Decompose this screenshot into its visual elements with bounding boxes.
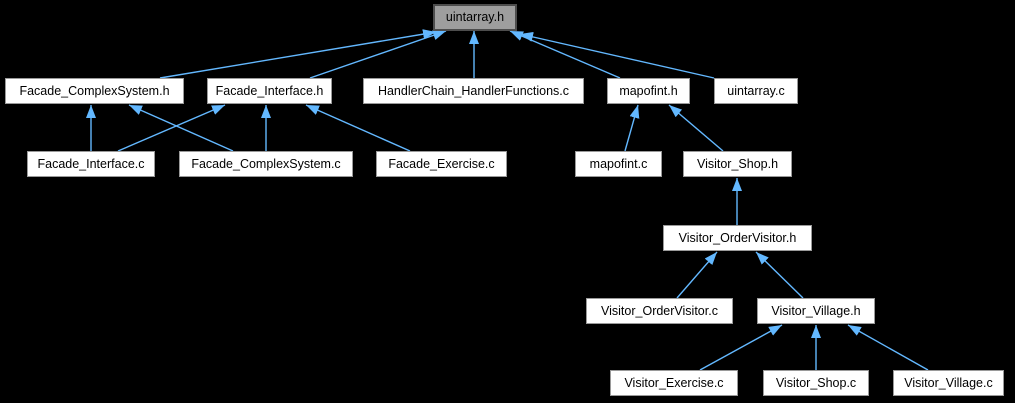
graph-node-visitor-village-c[interactable]: Visitor_Village.c xyxy=(893,370,1004,396)
edge-uintarray-c-to-uintarray-h xyxy=(519,31,715,79)
graph-node-visitor-shop-h[interactable]: Visitor_Shop.h xyxy=(683,151,792,177)
graph-node-facade-interface-c[interactable]: Facade_Interface.c xyxy=(27,151,155,177)
graph-node-visitor-village-h[interactable]: Visitor_Village.h xyxy=(757,298,875,324)
graph-node-facade-complexsystem-h[interactable]: Facade_ComplexSystem.h xyxy=(5,78,184,104)
edge-facade-exercise-c-to-facade-interface-h xyxy=(305,104,411,152)
edge-mapofint-c-to-mapofint-h xyxy=(624,104,640,152)
edge-mapofint-h-to-uintarray-h xyxy=(509,30,621,79)
graph-node-facade-interface-h[interactable]: Facade_Interface.h xyxy=(207,78,332,104)
graph-node-mapofint-c[interactable]: mapofint.c xyxy=(575,151,662,177)
graph-node-visitor-exercise-c[interactable]: Visitor_Exercise.c xyxy=(610,370,738,396)
graph-node-uintarray-c[interactable]: uintarray.c xyxy=(714,78,798,104)
edge-facade-complexsystem-c-to-facade-complexsystem-h xyxy=(128,104,234,152)
graph-node-mapofint-h[interactable]: mapofint.h xyxy=(607,78,690,104)
edge-facade-complexsystem-h-to-uintarray-h xyxy=(159,29,437,79)
edge-facade-interface-h-to-uintarray-h xyxy=(309,30,447,79)
graph-node-visitor-ordervisitor-c[interactable]: Visitor_OrderVisitor.c xyxy=(586,298,733,324)
edge-visitor-exercise-c-to-visitor-village-h xyxy=(699,324,783,371)
edge-visitor-ordervisitor-c-to-visitor-ordervisitor-h xyxy=(676,251,718,299)
graph-node-handlerchain-handlerfunctions-c[interactable]: HandlerChain_HandlerFunctions.c xyxy=(363,78,584,104)
graph-node-visitor-ordervisitor-h[interactable]: Visitor_OrderVisitor.h xyxy=(663,225,812,251)
graph-node-visitor-shop-c[interactable]: Visitor_Shop.c xyxy=(763,370,869,396)
edge-visitor-village-c-to-visitor-village-h xyxy=(847,324,929,371)
graph-node-facade-complexsystem-c[interactable]: Facade_ComplexSystem.c xyxy=(179,151,353,177)
edge-facade-interface-c-to-facade-interface-h xyxy=(117,104,226,152)
edge-visitor-village-h-to-visitor-ordervisitor-h xyxy=(755,251,804,299)
edge-visitor-shop-h-to-mapofint-h xyxy=(668,104,724,152)
graph-node-uintarray-h[interactable]: uintarray.h xyxy=(433,4,517,31)
graph-node-facade-exercise-c[interactable]: Facade_Exercise.c xyxy=(376,151,507,177)
